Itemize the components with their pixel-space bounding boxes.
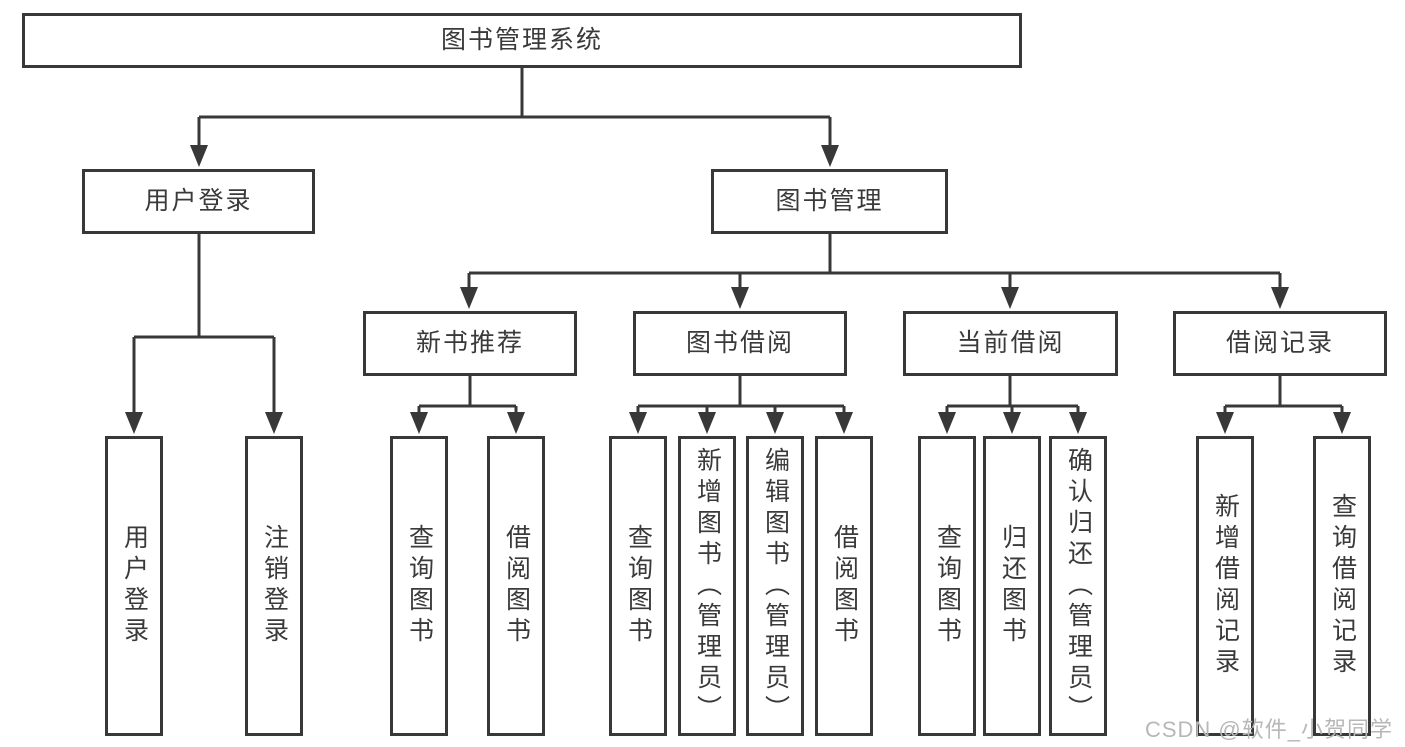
arrowhead-icon xyxy=(1001,287,1019,309)
arrowhead-icon xyxy=(1003,412,1021,434)
connector-current-borrowing-children xyxy=(945,376,1080,414)
arrowhead-icon xyxy=(460,287,478,309)
arrowhead-icon xyxy=(731,287,749,309)
node-new-book-recommend: 新书推荐 xyxy=(363,311,577,376)
connector-root-to-level2 xyxy=(197,68,832,146)
connector-book-borrowing-children xyxy=(636,376,846,414)
leaf-bb-edit-book-admin: 编辑图书（管理员） xyxy=(746,436,804,736)
leaf-nbr-borrow-books: 借阅图书 xyxy=(487,436,545,736)
arrowhead-icon xyxy=(125,412,143,434)
node-book-borrowing: 图书借阅 xyxy=(633,311,847,376)
leaf-br-query-record: 查询借阅记录 xyxy=(1313,436,1371,736)
leaf-nbr-query-books: 查询图书 xyxy=(390,436,448,736)
connector-book-management-children xyxy=(467,234,1282,288)
arrowhead-icon xyxy=(938,412,956,434)
csdn-watermark: CSDN @软件_小贺同学 xyxy=(1144,717,1393,742)
leaf-logout: 注销登录 xyxy=(245,436,303,736)
leaf-cb-query-books: 查询图书 xyxy=(918,436,976,736)
connector-new-book-recommend-children xyxy=(417,376,518,414)
node-user-login: 用户登录 xyxy=(82,169,315,234)
arrowhead-icon xyxy=(265,412,283,434)
arrowhead-icon xyxy=(766,412,784,434)
arrowhead-icon xyxy=(190,145,208,167)
leaf-br-add-record: 新增借阅记录 xyxy=(1196,436,1254,736)
node-current-borrowing: 当前借阅 xyxy=(903,311,1118,376)
arrowhead-icon xyxy=(410,412,428,434)
leaf-bb-borrow-books: 借阅图书 xyxy=(815,436,873,736)
leaf-user-login: 用户登录 xyxy=(105,436,163,736)
arrowhead-icon xyxy=(698,412,716,434)
arrowhead-icon xyxy=(507,412,525,434)
arrowhead-icon xyxy=(835,412,853,434)
connector-borrowing-records-children xyxy=(1223,376,1344,414)
arrowhead-icon xyxy=(821,145,839,167)
node-book-management: 图书管理 xyxy=(711,169,948,234)
leaf-bb-query-books: 查询图书 xyxy=(609,436,667,736)
arrowhead-icon xyxy=(1216,412,1234,434)
arrowhead-icon xyxy=(629,412,647,434)
leaf-cb-confirm-return-admin: 确认归还（管理员） xyxy=(1049,436,1107,736)
arrowhead-icon xyxy=(1069,412,1087,434)
leaf-bb-add-book-admin: 新增图书（管理员） xyxy=(678,436,736,736)
leaf-cb-return-books: 归还图书 xyxy=(983,436,1041,736)
node-borrowing-records: 借阅记录 xyxy=(1173,311,1387,376)
node-root-system: 图书管理系统 xyxy=(22,13,1022,68)
arrowhead-icon xyxy=(1271,287,1289,309)
arrowhead-icon xyxy=(1333,412,1351,434)
connector-user-login-children xyxy=(132,234,276,414)
